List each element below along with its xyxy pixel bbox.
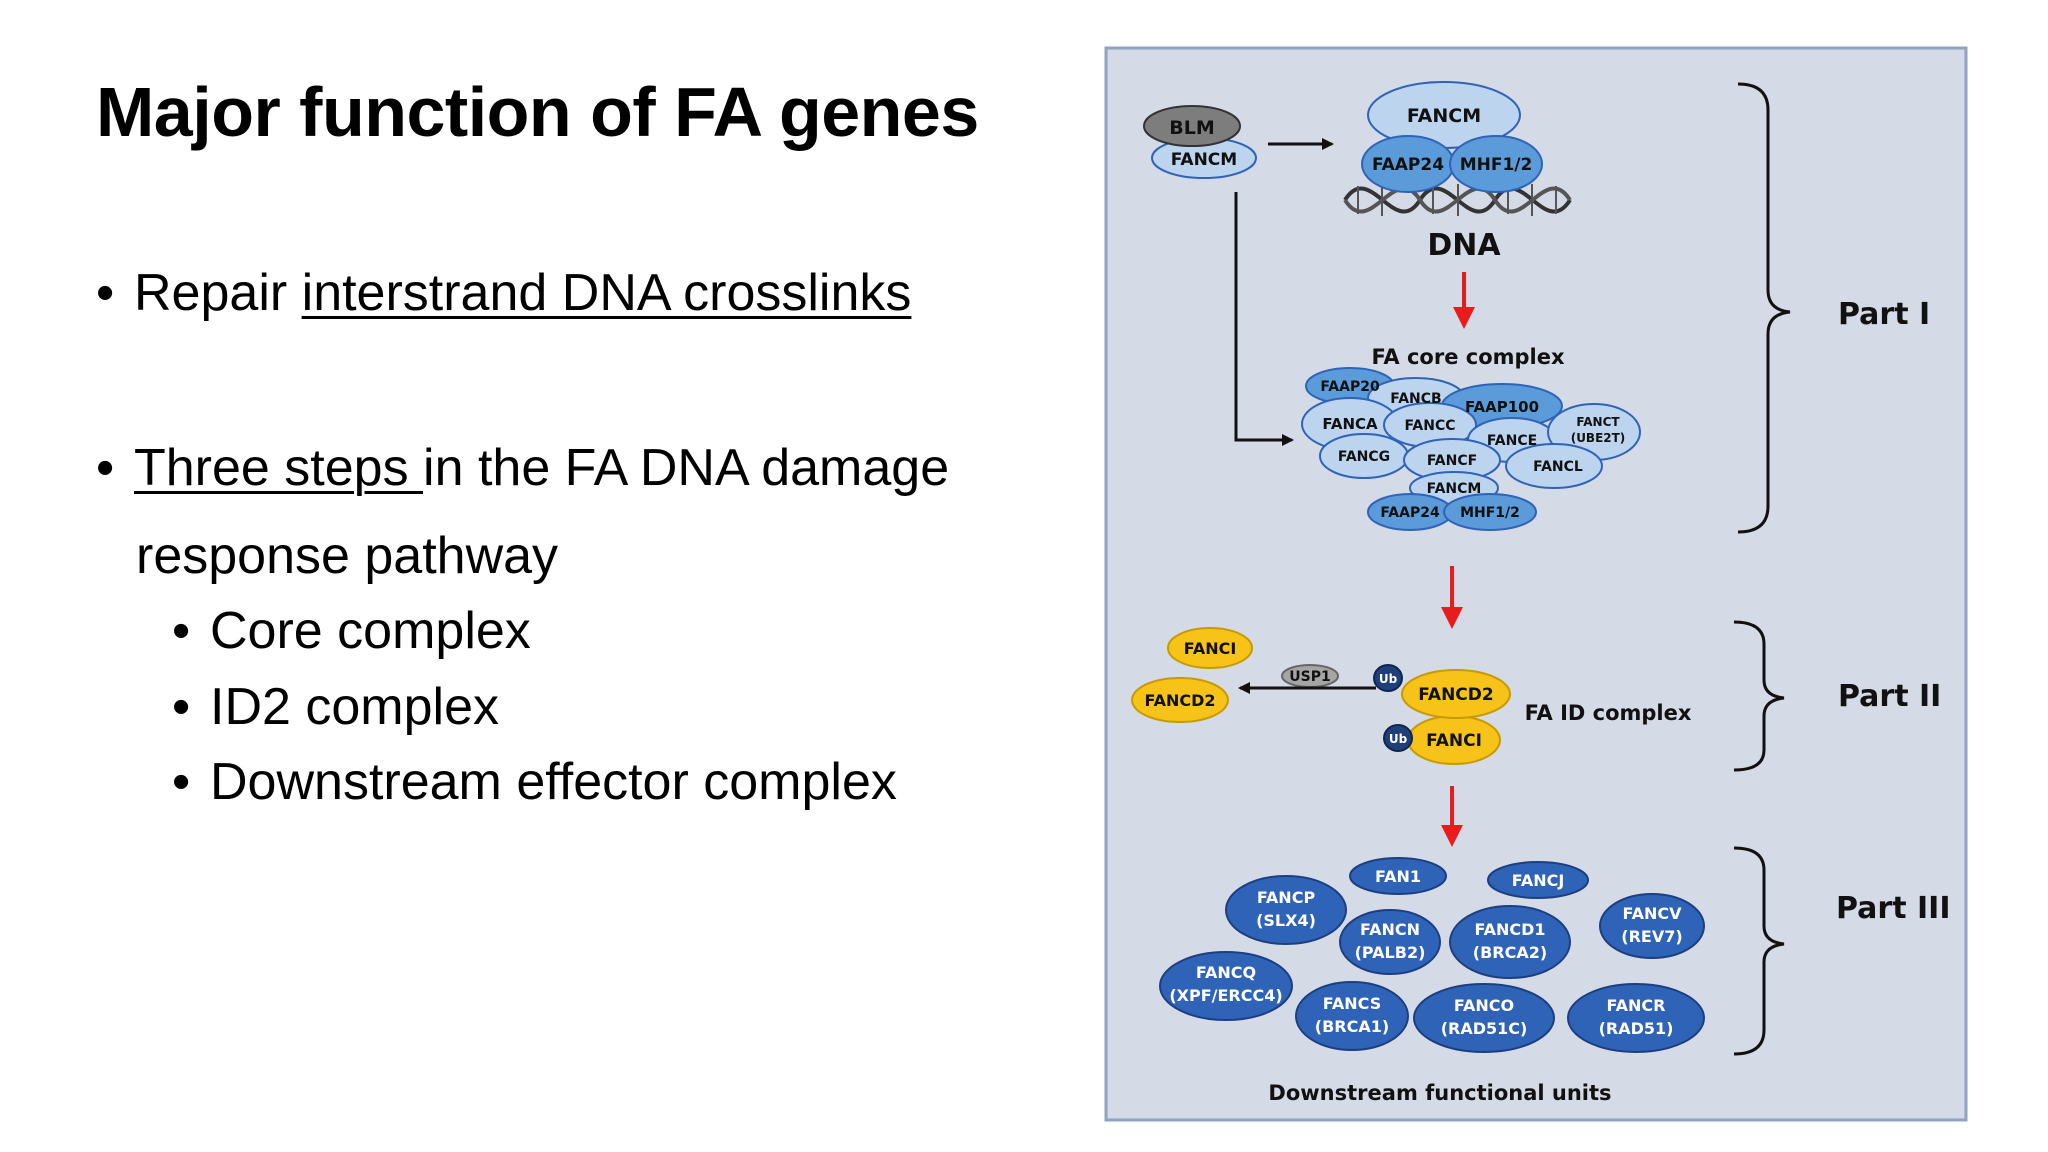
svg-text:(XPF/ERCC4): (XPF/ERCC4) (1169, 986, 1282, 1005)
blm-fancm-label: FANCM (1171, 150, 1237, 170)
downstream-units: FAN1 FANCJ FANCP (SLX4) FANCN (PALB2) FA… (1159, 857, 1705, 1053)
svg-text:FANCF: FANCF (1427, 453, 1477, 469)
subbullet-core: •Core complex (172, 602, 531, 660)
link-three-steps[interactable]: Three steps (134, 439, 424, 497)
svg-text:FANCR: FANCR (1607, 996, 1666, 1015)
bullet-three-steps: •Three steps in the FA DNA damage (96, 437, 949, 499)
slide-title: Major function of FA genes (96, 73, 979, 151)
svg-text:(REV7): (REV7) (1621, 927, 1682, 946)
svg-text:FANCO: FANCO (1454, 996, 1514, 1015)
svg-text:FANCI: FANCI (1426, 731, 1482, 751)
svg-text:FANCE: FANCE (1487, 433, 1537, 449)
part-3-label: Part III (1836, 891, 1951, 926)
top-faap24-label: FAAP24 (1372, 155, 1444, 175)
svg-text:FANCD2: FANCD2 (1144, 691, 1215, 710)
svg-text:FANCL: FANCL (1533, 459, 1583, 475)
downstream-label: Downstream functional units (1268, 1081, 1611, 1105)
svg-text:FAAP100: FAAP100 (1465, 398, 1539, 416)
core-complex-label: FA core complex (1371, 345, 1565, 369)
arrow-blm-to-core (1234, 192, 1294, 446)
svg-text:Ub: Ub (1379, 672, 1398, 686)
svg-text:(UBE2T): (UBE2T) (1571, 431, 1626, 445)
blm-fancm-complex: BLM FANCM (1143, 105, 1257, 179)
dna-label: DNA (1427, 228, 1501, 263)
svg-text:FANCC: FANCC (1404, 418, 1455, 434)
svg-text:Ub: Ub (1389, 732, 1408, 746)
svg-text:FANCN: FANCN (1360, 920, 1420, 939)
svg-text:(RAD51): (RAD51) (1599, 1019, 1674, 1038)
link-interstrand[interactable]: interstrand DNA crosslinks (301, 264, 912, 322)
svg-text:FANCT: FANCT (1576, 415, 1620, 429)
subbullet-id2: •ID2 complex (172, 678, 499, 736)
svg-text:(RAD51C): (RAD51C) (1441, 1019, 1528, 1038)
svg-text:USP1: USP1 (1289, 669, 1330, 685)
svg-text:FANCP: FANCP (1257, 888, 1316, 907)
bullet-repair: •Repair interstrand DNA crosslinks (96, 262, 911, 324)
part-2-label: Part II (1838, 679, 1941, 714)
svg-text:FANCG: FANCG (1338, 449, 1390, 465)
svg-text:FAAP20: FAAP20 (1320, 379, 1380, 395)
subbullet-downstream: •Downstream effector complex (172, 753, 897, 811)
brace-part-2 (1733, 620, 1785, 772)
svg-text:(BRCA2): (BRCA2) (1473, 943, 1547, 962)
svg-text:MHF1/2: MHF1/2 (1460, 505, 1520, 521)
brace-part-3 (1733, 846, 1785, 1056)
svg-text:FANCS: FANCS (1323, 994, 1381, 1013)
svg-text:FANCB: FANCB (1390, 391, 1441, 407)
svg-text:FANCM: FANCM (1427, 481, 1482, 497)
id-complex-label: FA ID complex (1525, 701, 1692, 725)
svg-text:(PALB2): (PALB2) (1355, 943, 1426, 962)
svg-text:FANCA: FANCA (1322, 415, 1378, 433)
svg-text:FANCJ: FANCJ (1512, 871, 1565, 890)
svg-text:FAAP24: FAAP24 (1380, 505, 1440, 521)
bullet-three-steps-cont: response pathway (136, 527, 559, 585)
fa-pathway-diagram: BLM FANCM FANCM FAAP24 MHF1/2 DNA FA cor… (1104, 46, 1968, 1122)
brace-part-1 (1737, 82, 1791, 534)
svg-text:FANCI: FANCI (1184, 639, 1237, 658)
svg-text:FANCD1: FANCD1 (1474, 920, 1545, 939)
blm-label: BLM (1169, 117, 1215, 139)
svg-text:(SLX4): (SLX4) (1256, 911, 1316, 930)
svg-text:FANCV: FANCV (1623, 904, 1683, 923)
fa-id-complex: FANCI FANCD2 USP1 FANCD2 FANCI Ub Ub (1131, 627, 1511, 765)
part-1-label: Part I (1838, 297, 1930, 332)
svg-text:FANCD2: FANCD2 (1418, 685, 1493, 705)
svg-text:(BRCA1): (BRCA1) (1315, 1017, 1389, 1036)
bullet-dot: • (96, 439, 115, 497)
bullet-dot: • (96, 264, 115, 322)
top-fancm-label: FANCM (1407, 105, 1481, 127)
fancm-top-complex: FANCM FAAP24 MHF1/2 (1361, 81, 1543, 193)
fa-core-complex: FAAP20 FANCB FAAP100 FANCA FANCC FANCE F… (1301, 367, 1641, 531)
svg-text:FANCQ: FANCQ (1196, 963, 1256, 982)
svg-text:FAN1: FAN1 (1375, 867, 1421, 886)
top-mhf-label: MHF1/2 (1460, 155, 1533, 175)
